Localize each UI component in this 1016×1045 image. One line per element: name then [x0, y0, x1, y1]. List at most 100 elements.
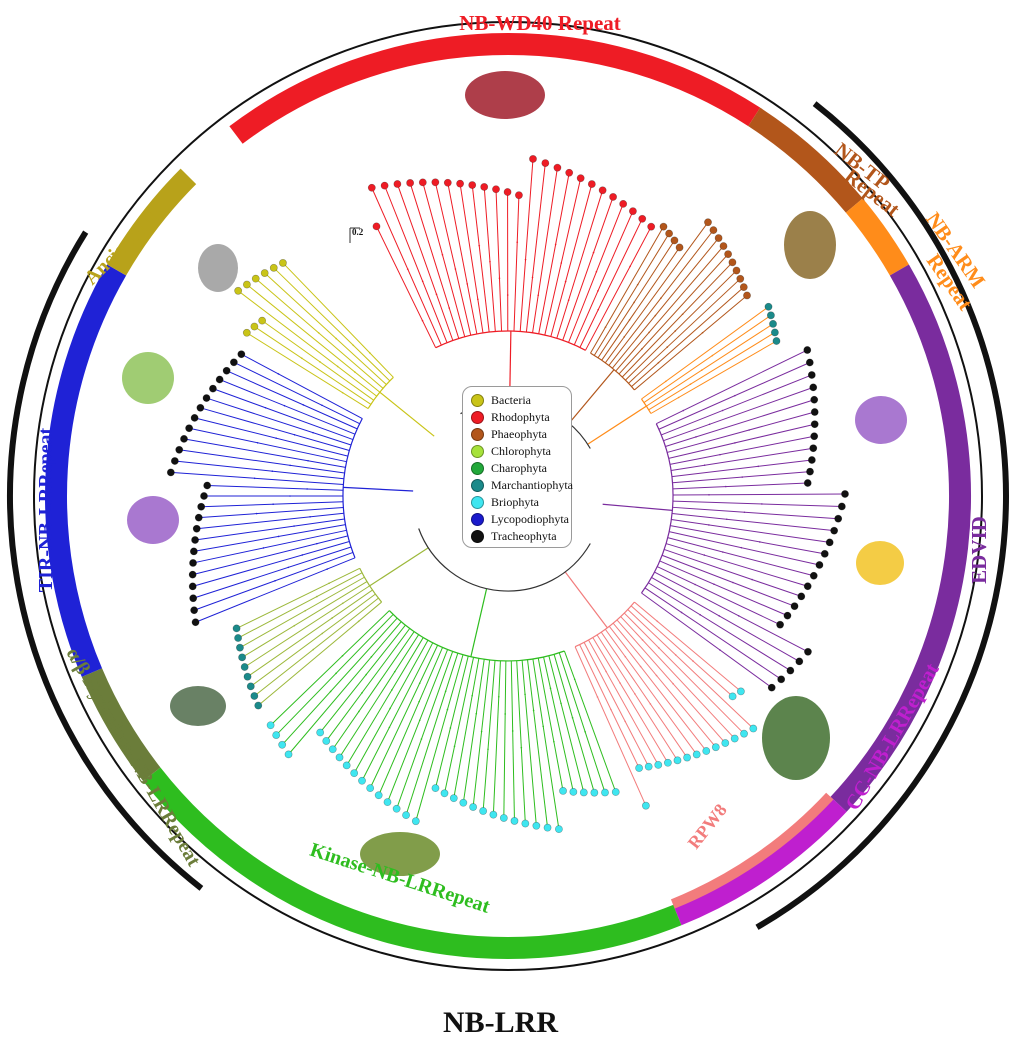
clade-label-edvid: EDVID: [967, 516, 991, 584]
outer-label-nb-lrr: NB-LRR: [443, 1006, 558, 1040]
tip-dot: [480, 807, 487, 814]
tip-dot: [450, 795, 457, 802]
tip-dot: [737, 275, 744, 282]
tip-dot: [674, 757, 681, 764]
legend-label: Marchantiophyta: [491, 478, 573, 493]
tip-dot: [777, 621, 784, 628]
tip-dot: [710, 227, 717, 234]
legend-label: Charophyta: [491, 461, 547, 476]
tip-dot: [642, 802, 649, 809]
tip-dot: [336, 754, 343, 761]
tip-dot: [490, 811, 497, 818]
tip-dot: [773, 337, 780, 344]
scale-bar: 0.2: [350, 227, 364, 243]
tip-dot: [381, 182, 388, 189]
tip-dot: [238, 351, 245, 358]
legend-label: Phaeophyta: [491, 427, 547, 442]
tip-dot: [771, 329, 778, 336]
tip-dot: [412, 818, 419, 825]
tip-dot: [808, 371, 815, 378]
tip-dot: [171, 457, 178, 464]
tip-dot: [190, 548, 197, 555]
tip-dot: [441, 790, 448, 797]
tip-dot: [645, 763, 652, 770]
legend-swatch: [471, 394, 484, 407]
tip-dot: [216, 376, 223, 383]
tip-dot: [629, 208, 636, 215]
legend-item: Briophyta: [471, 494, 539, 510]
tip-dot: [285, 751, 292, 758]
tip-dot: [804, 479, 811, 486]
tip-dot: [180, 435, 187, 442]
tip-dot: [200, 492, 207, 499]
tip-dot: [198, 503, 205, 510]
tip-dot: [712, 744, 719, 751]
tip-dot: [798, 593, 805, 600]
tip-dot: [791, 603, 798, 610]
tip-dot: [375, 792, 382, 799]
tip-dot: [810, 445, 817, 452]
legend-swatch: [471, 496, 484, 509]
tip-dot: [729, 693, 736, 700]
tip-dot: [230, 359, 237, 366]
tip-dot: [599, 187, 606, 194]
tip-dot: [648, 223, 655, 230]
tip-dot: [204, 482, 211, 489]
tip-dot: [243, 329, 250, 336]
tip-dot: [811, 396, 818, 403]
tip-dot: [693, 751, 700, 758]
tip-dot: [223, 367, 230, 374]
tip-dot: [683, 754, 690, 761]
tip-dot: [279, 259, 286, 266]
subtree-ancient: [238, 263, 434, 436]
tip-dot: [554, 164, 561, 171]
tip-dot: [191, 607, 198, 614]
tip-dot: [636, 764, 643, 771]
tip-dot: [808, 456, 815, 463]
tip-dot: [666, 230, 673, 237]
legend-item: Charophyta: [471, 460, 547, 476]
tip-dot: [189, 571, 196, 578]
tip-dot: [241, 663, 248, 670]
tip-dot: [444, 179, 451, 186]
tip-dot: [588, 180, 595, 187]
legend-swatch: [471, 530, 484, 543]
diatom-picture: [198, 244, 238, 292]
tip-dot: [470, 803, 477, 810]
subtree-edvid: [603, 350, 845, 688]
tip-dot: [601, 789, 608, 796]
subtree-hydrolase: [237, 548, 429, 706]
tip-dot: [193, 525, 200, 532]
tip-dot: [660, 223, 667, 230]
fern-picture: [762, 696, 830, 780]
tip-dot: [826, 539, 833, 546]
tip-dot: [419, 179, 426, 186]
tip-dot: [729, 259, 736, 266]
tip-dot: [244, 673, 251, 680]
legend-label: Briophyta: [491, 495, 539, 510]
tip-dot: [267, 722, 274, 729]
tip-dot: [810, 572, 817, 579]
tip-dot: [750, 725, 757, 732]
tip-dot: [835, 515, 842, 522]
tip-dot: [235, 287, 242, 294]
tip-dot: [456, 180, 463, 187]
tip-dot: [591, 789, 598, 796]
tip-dot: [769, 320, 776, 327]
legend-label: Bacteria: [491, 393, 531, 408]
legend-item: Tracheophyta: [471, 528, 557, 544]
tip-dot: [841, 490, 848, 497]
tip-dot: [243, 281, 250, 288]
tip-dot: [259, 317, 266, 324]
tip-dot: [317, 729, 324, 736]
tip-dot: [373, 223, 380, 230]
tip-dot: [544, 824, 551, 831]
tip-dot: [816, 561, 823, 568]
tip-dot: [767, 312, 774, 319]
tip-dot: [460, 799, 467, 806]
legend-item: Bacteria: [471, 392, 531, 408]
purple-flower-picture: [127, 496, 179, 544]
tip-dot: [252, 275, 259, 282]
legend-item: Chlorophyta: [471, 443, 551, 459]
subtree-arm: [588, 307, 777, 445]
